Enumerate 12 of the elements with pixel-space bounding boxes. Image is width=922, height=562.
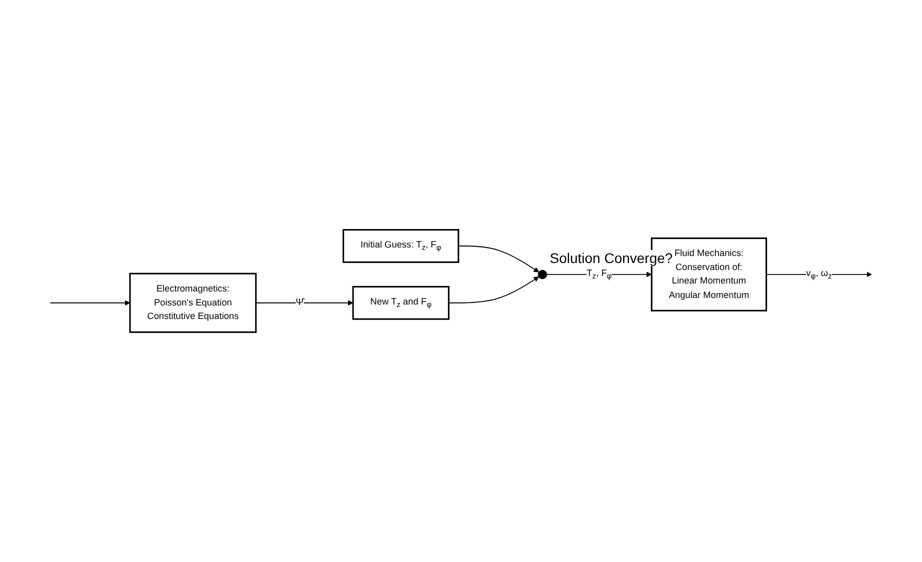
node-box: Initial Guess: T$_{z}$, F$_{φ}$ bbox=[342, 229, 460, 263]
node-caption: Solution Converge? bbox=[548, 250, 675, 266]
node-box: Electromagnetics: Poisson's Equation Constitutive Equations bbox=[129, 272, 257, 333]
edge-label: Ψ̂ bbox=[296, 297, 304, 308]
arrow bbox=[458, 246, 540, 272]
arrow bbox=[50, 300, 130, 306]
edge-label: v$_{φ}$, ω$_{z}$ bbox=[806, 268, 832, 280]
edge-label: T$_{z}$, F$_{φ}$ bbox=[586, 268, 612, 280]
node-circle bbox=[538, 270, 548, 280]
arrow bbox=[448, 276, 540, 304]
node-box: New T$_{z}$ and F$_{φ}$ bbox=[352, 286, 450, 320]
arrow bbox=[255, 300, 354, 306]
